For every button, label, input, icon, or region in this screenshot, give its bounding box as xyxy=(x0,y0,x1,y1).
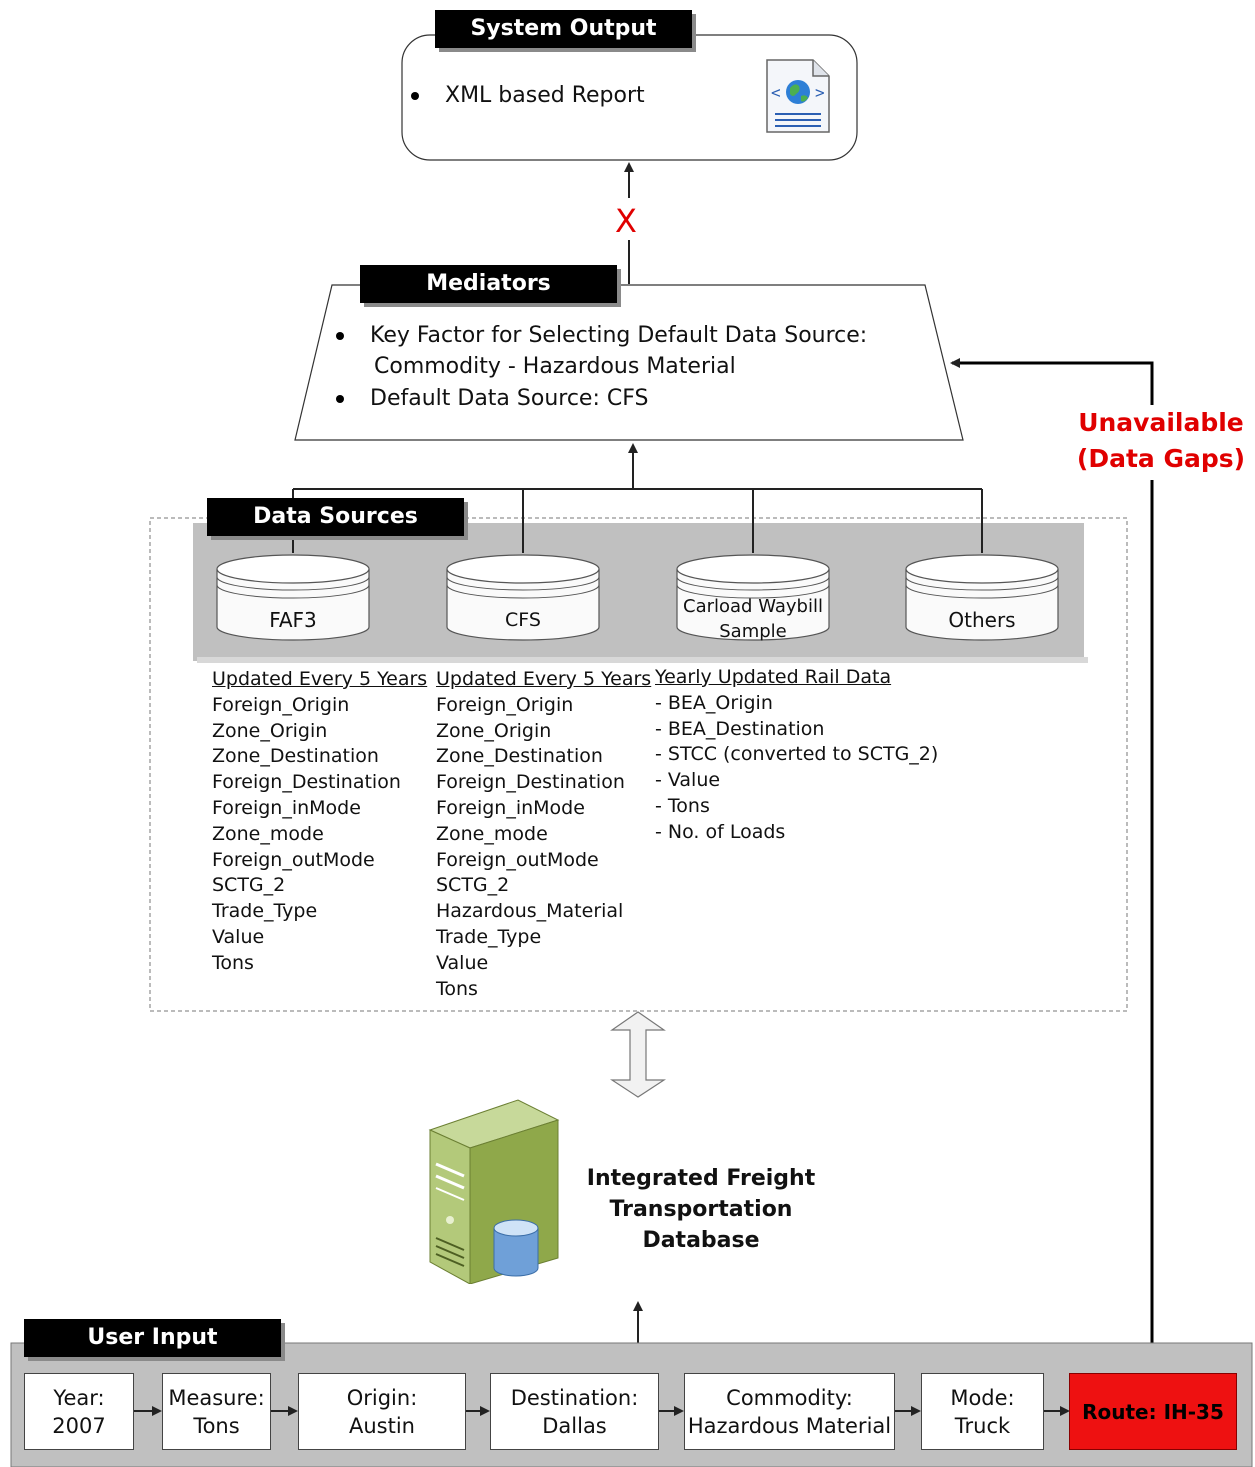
cfs-field-item: Value xyxy=(436,951,489,974)
input-destination-box[interactable]: Destination:Dallas xyxy=(490,1373,659,1450)
cfs-field-item: Zone_Destination xyxy=(436,745,603,768)
mediators-bullet-key-factor-cont: Commodity - Hazardous Material xyxy=(374,354,736,379)
faf3-field-item: Foreign_inMode xyxy=(212,796,361,819)
input-origin-box[interactable]: Origin:Austin xyxy=(298,1373,466,1450)
faf3-field-item: Tons xyxy=(212,951,254,974)
faf3-field-item: Zone_mode xyxy=(212,822,324,845)
cfs-field-item: Foreign_Destination xyxy=(436,771,625,794)
waybill-field-item: - Tons xyxy=(655,794,710,817)
faf3-field-item: Foreign_Origin xyxy=(212,693,350,716)
waybill-field-item: - No. of Loads xyxy=(655,820,786,843)
user-input-header: User Input xyxy=(24,1319,281,1357)
database-cylinder-others: Others xyxy=(905,551,1059,643)
source-label-cfs: CFS xyxy=(505,609,541,631)
waybill-field-item: - STCC (converted to SCTG_2) xyxy=(655,743,939,766)
mediators-bullet-key-factor: Key Factor for Selecting Default Data So… xyxy=(336,323,867,348)
input-mode-box[interactable]: Mode:Truck xyxy=(921,1373,1044,1450)
mediators-shape xyxy=(294,284,964,441)
svg-text:<: < xyxy=(771,83,781,102)
svg-text:>: > xyxy=(815,83,825,102)
faf3-field-item: Value xyxy=(212,925,265,948)
waybill-update-heading: Yearly Updated Rail Data xyxy=(655,666,892,688)
server-database-icon xyxy=(426,1098,566,1285)
cfs-field-item: Hazardous_Material xyxy=(436,900,624,923)
data-sources-header: Data Sources xyxy=(207,498,464,536)
faf3-field-item: Foreign_outMode xyxy=(212,848,375,871)
xml-report-icon: < > xyxy=(765,58,831,134)
database-cylinder-waybill: Carload Waybill Sample xyxy=(676,551,830,643)
bidirectional-arrow xyxy=(609,1011,667,1098)
database-cylinder-faf3: FAF3 xyxy=(216,551,370,643)
faf3-update-heading: Updated Every 5 Years xyxy=(212,668,428,690)
system-output-header: System Output xyxy=(435,10,692,48)
mediators-header: Mediators xyxy=(360,265,617,303)
waybill-field-list: Yearly Updated Rail Data - BEA_Origin - B… xyxy=(655,665,938,846)
faf3-field-item: Zone_Destination xyxy=(212,745,379,768)
cfs-field-item: Foreign_inMode xyxy=(436,796,585,819)
cfs-field-item: SCTG_2 xyxy=(436,874,510,897)
source-label-waybill-sample: Sample xyxy=(719,621,787,642)
cfs-field-item: Trade_Type xyxy=(436,925,542,948)
cfs-field-item: Zone_mode xyxy=(436,822,548,845)
faf3-field-item: Trade_Type xyxy=(212,900,318,923)
source-label-faf3: FAF3 xyxy=(269,608,317,632)
cfs-field-item: Tons xyxy=(436,977,478,1000)
input-route-box[interactable]: Route: IH-35 xyxy=(1069,1373,1237,1450)
unavailable-label: Unavailable (Data Gaps) xyxy=(1072,405,1250,477)
faf3-field-item: Zone_Origin xyxy=(212,719,328,742)
database-cylinder-cfs: CFS xyxy=(446,551,600,643)
source-label-others: Others xyxy=(948,608,1016,632)
faf3-field-item: Foreign_Destination xyxy=(212,771,401,794)
cfs-field-item: Foreign_outMode xyxy=(436,848,599,871)
system-output-bullet: XML based Report xyxy=(411,83,645,108)
xml-report-text: XML based Report xyxy=(445,83,645,108)
waybill-field-item: - BEA_Destination xyxy=(655,717,825,740)
input-measure-box[interactable]: Measure:Tons xyxy=(162,1373,271,1450)
database-title: Integrated Freight Transportation Databa… xyxy=(586,1166,816,1253)
source-label-waybill: Carload Waybill xyxy=(683,596,823,617)
waybill-field-item: - Value xyxy=(655,769,721,792)
blocked-marker: X xyxy=(615,202,637,240)
cfs-update-heading: Updated Every 5 Years xyxy=(436,668,652,690)
input-commodity-box[interactable]: Commodity:Hazardous Material xyxy=(684,1373,895,1450)
input-year-box[interactable]: Year:2007 xyxy=(24,1373,134,1450)
cfs-field-item: Zone_Origin xyxy=(436,719,552,742)
cfs-field-item: Foreign_Origin xyxy=(436,693,574,716)
waybill-field-item: - BEA_Origin xyxy=(655,691,773,714)
mediators-bullet-default-source: Default Data Source: CFS xyxy=(336,386,648,411)
faf3-field-item: SCTG_2 xyxy=(212,874,286,897)
